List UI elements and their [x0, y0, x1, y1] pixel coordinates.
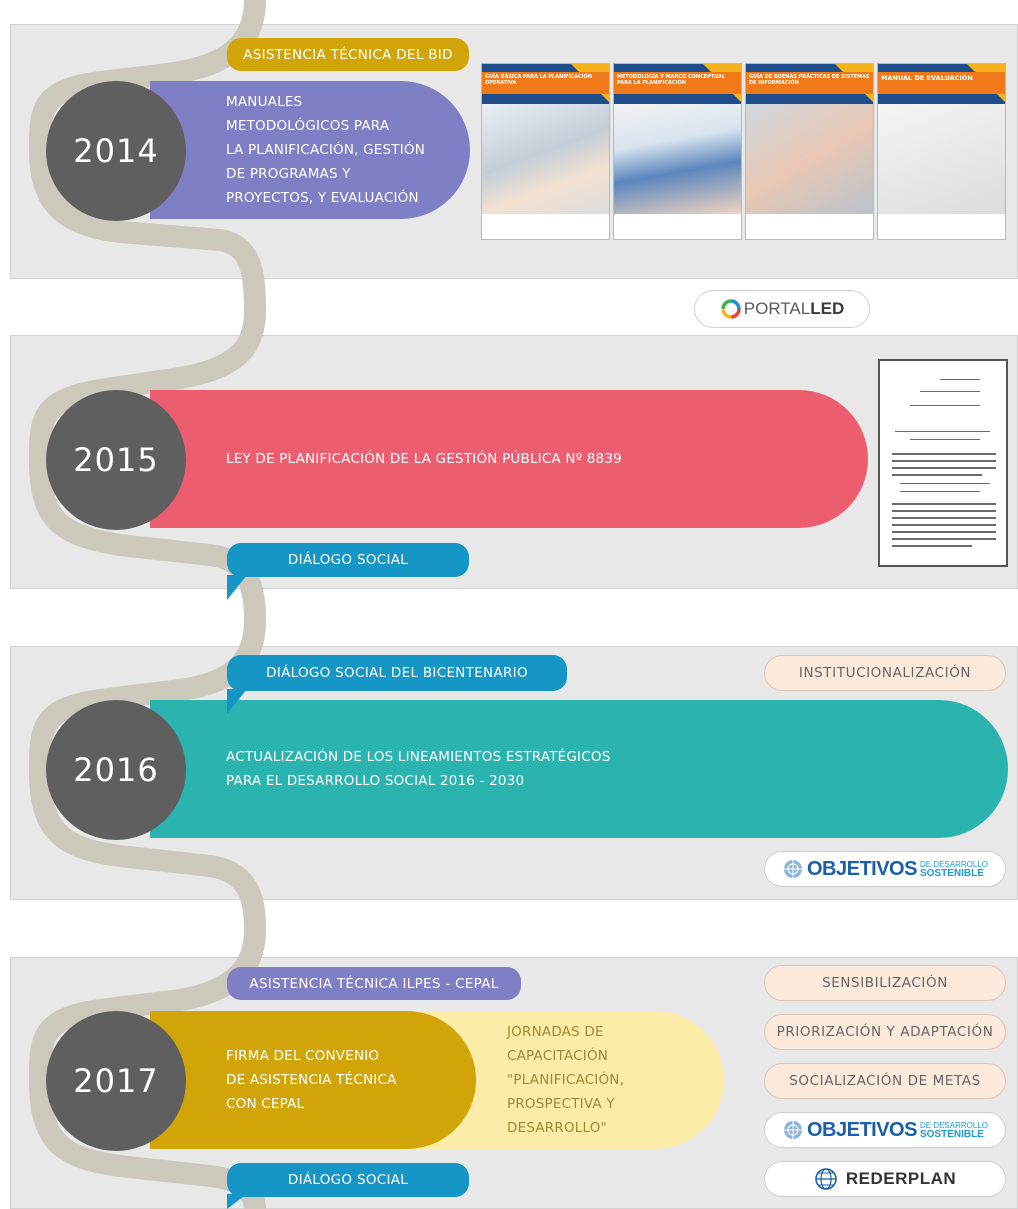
pill-2017-line: FIRMA DEL CONVENIO [226, 1048, 380, 1064]
tag-tail [227, 575, 247, 600]
tag-dialogo-social-2015: DIÁLOGO SOCIAL [227, 543, 469, 577]
un-emblem-icon [783, 860, 802, 878]
tag-tail [227, 689, 247, 714]
book-title: GUÍA BÁSICA PARA LA PLANIFICACIÓN OPERAT… [482, 72, 609, 94]
ods-main-text: OBJETIVOS [806, 857, 917, 880]
side-pill-priorizacion: PRIORIZACIÓN Y ADAPTACIÓN [764, 1014, 1006, 1050]
pill-2017-second-line: PROSPECTIVA Y [507, 1096, 615, 1112]
year-2014: 2014 [46, 81, 186, 221]
pill-2014-line: LA PLANIFICACIÓN, GESTIÓN [226, 142, 426, 158]
tag-dialogo-bicentenario: DIÁLOGO SOCIAL DEL BICENTENARIO [227, 655, 567, 691]
ods-sub-text: SOSTENIBLE [919, 1129, 984, 1140]
year-2017: 2017 [46, 1011, 186, 1151]
book-cover-buenas-practicas: GUÍA DE BUENAS PRÁCTICAS DE SISTEMAS DE … [745, 63, 874, 240]
ods-logo-2017: OBJETIVOS DE DESARROLLO SOSTENIBLE [764, 1112, 1006, 1148]
pill-2017-line: CON CEPAL [226, 1096, 305, 1112]
pill-2016-line: ACTUALIZACIÓN DE LOS LINEAMIENTOS ESTRAT… [226, 749, 611, 765]
portal-led-text-led: LED [810, 299, 845, 318]
ods-sub-text: SOSTENIBLE [919, 868, 984, 879]
ods-main-text: OBJETIVOS [806, 1118, 917, 1141]
un-emblem-icon [783, 1121, 802, 1139]
pill-2016-line: PARA EL DESARROLLO SOCIAL 2016 - 2030 [226, 773, 525, 789]
pill-2017-line: DE ASISTENCIA TÉCNICA [226, 1072, 397, 1088]
side-pill-sensibilizacion: SENSIBILIZACIÓN [764, 965, 1006, 1001]
pill-2017-second-line: CAPACITACIÓN [507, 1048, 609, 1064]
tag-dialogo-social-2017: DIÁLOGO SOCIAL [227, 1163, 469, 1197]
pill-2017-second-line: DESARROLLO" [507, 1120, 607, 1136]
portal-led-logo: PORTAL LED [694, 290, 870, 328]
book-title: MANUAL DE EVALUACIÓN [878, 72, 1005, 94]
portal-led-ring-icon [721, 299, 741, 319]
pill-2015-ley: LEY DE PLANIFICACIÓN DE LA GESTIÓN PÚBLI… [150, 390, 868, 528]
ods-sub-text: DE DESARROLLO [919, 1121, 988, 1130]
year-2015: 2015 [46, 390, 186, 530]
pill-2014-line: DE PROGRAMAS Y [226, 166, 351, 182]
year-2016: 2016 [46, 700, 186, 840]
tag-tail [227, 1194, 247, 1209]
tag-asistencia-bid: ASISTENCIA TÉCNICA DEL BID [227, 38, 469, 71]
law-document-image [878, 359, 1008, 567]
book-cover-metodologia: METODOLOGÍA Y MARCO CONCEPTUAL PARA LA P… [613, 63, 742, 240]
rederplan-text: REDERPLAN [845, 1169, 957, 1188]
pill-2014-manuales: MANUALES METODOLÓGICOS PARA LA PLANIFICA… [150, 81, 470, 219]
portal-led-text-portal: PORTAL [743, 299, 811, 318]
pill-2017-second-line: "PLANIFICACIÓN, [507, 1072, 625, 1088]
book-title: METODOLOGÍA Y MARCO CONCEPTUAL PARA LA P… [614, 72, 741, 94]
pill-2014-line: METODOLÓGICOS PARA [226, 118, 390, 134]
book-cover-manual-evaluacion: MANUAL DE EVALUACIÓN [877, 63, 1006, 240]
pill-2017-second-line: JORNADAS DE [507, 1024, 604, 1040]
pill-2014-line: PROYECTOS, Y EVALUACIÓN [226, 190, 419, 206]
ods-sub-text: DE DESARROLLO [919, 860, 988, 869]
ods-logo-2016: OBJETIVOS DE DESARROLLO SOSTENIBLE [764, 851, 1006, 887]
globe-mesh-icon [815, 1168, 837, 1190]
book-cover-guia-basica: GUÍA BÁSICA PARA LA PLANIFICACIÓN OPERAT… [481, 63, 610, 240]
pill-2015-text: LEY DE PLANIFICACIÓN DE LA GESTIÓN PÚBLI… [226, 451, 622, 467]
book-title: GUÍA DE BUENAS PRÁCTICAS DE SISTEMAS DE … [746, 72, 873, 94]
side-pill-socializacion: SOCIALIZACIÓN DE METAS [764, 1063, 1006, 1099]
pill-2016-lineamientos: ACTUALIZACIÓN DE LOS LINEAMIENTOS ESTRAT… [150, 700, 1008, 838]
pill-2014-line: MANUALES [226, 94, 303, 110]
pill-2017-convenio: FIRMA DEL CONVENIO DE ASISTENCIA TÉCNICA… [150, 1011, 476, 1149]
rederplan-logo: REDERPLAN [764, 1161, 1006, 1197]
tag-asistencia-ilpes-cepal: ASISTENCIA TÉCNICA ILPES - CEPAL [227, 967, 521, 1000]
side-pill-institucionalizacion: INSTITUCIONALIZACIÓN [764, 655, 1006, 691]
